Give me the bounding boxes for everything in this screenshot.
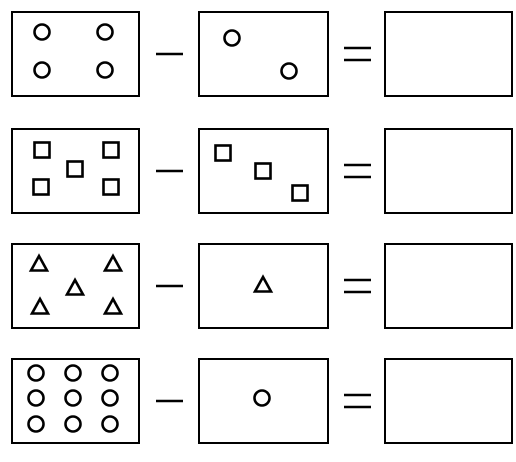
triangle-shape (252, 274, 274, 293)
circle-shape (64, 389, 82, 407)
square-shape (254, 162, 272, 180)
circle-shape (33, 61, 51, 79)
equals-sign: = (344, 278, 371, 294)
square-shape (32, 178, 50, 196)
problem-row-3: —= (11, 243, 513, 329)
subtrahend-box (198, 243, 329, 329)
box-frame (11, 11, 140, 97)
answer-box[interactable] (384, 128, 513, 214)
box-frame[interactable] (384, 128, 513, 214)
circle-shape (96, 61, 114, 79)
problem-row-2: —= (11, 128, 513, 214)
problem-row-1: —= (11, 11, 513, 97)
subtrahend-box (198, 358, 329, 444)
circle-shape (101, 364, 119, 382)
triangle-shape (102, 253, 124, 272)
circle-shape (33, 23, 51, 41)
minuend-box (11, 243, 140, 329)
circle-shape (27, 364, 45, 382)
equals-sign: = (344, 163, 371, 179)
square-shape (33, 141, 51, 159)
circle-shape (253, 389, 271, 407)
box-frame[interactable] (384, 11, 513, 97)
box-frame[interactable] (384, 243, 513, 329)
circle-shape (64, 415, 82, 433)
square-shape (102, 178, 120, 196)
minuend-box (11, 128, 140, 214)
circle-shape (64, 364, 82, 382)
square-shape (214, 144, 232, 162)
box-frame[interactable] (384, 358, 513, 444)
triangle-shape (29, 296, 51, 315)
triangle-shape (102, 296, 124, 315)
problem-row-4: —= (11, 358, 513, 444)
circle-shape (96, 23, 114, 41)
answer-box[interactable] (384, 358, 513, 444)
answer-box[interactable] (384, 243, 513, 329)
square-shape (66, 160, 84, 178)
square-shape (291, 184, 309, 202)
circle-shape (27, 415, 45, 433)
box-frame (198, 11, 329, 97)
subtrahend-box (198, 128, 329, 214)
square-shape (102, 141, 120, 159)
minuend-box (11, 358, 140, 444)
box-frame (198, 358, 329, 444)
minuend-box (11, 11, 140, 97)
subtrahend-box (198, 11, 329, 97)
circle-shape (101, 415, 119, 433)
circle-shape (27, 389, 45, 407)
triangle-shape (28, 253, 50, 272)
circle-shape (101, 389, 119, 407)
answer-box[interactable] (384, 11, 513, 97)
equals-sign: = (344, 393, 371, 409)
circle-shape (223, 29, 241, 47)
equals-sign: = (344, 46, 371, 62)
triangle-shape (64, 277, 86, 296)
circle-shape (280, 62, 298, 80)
